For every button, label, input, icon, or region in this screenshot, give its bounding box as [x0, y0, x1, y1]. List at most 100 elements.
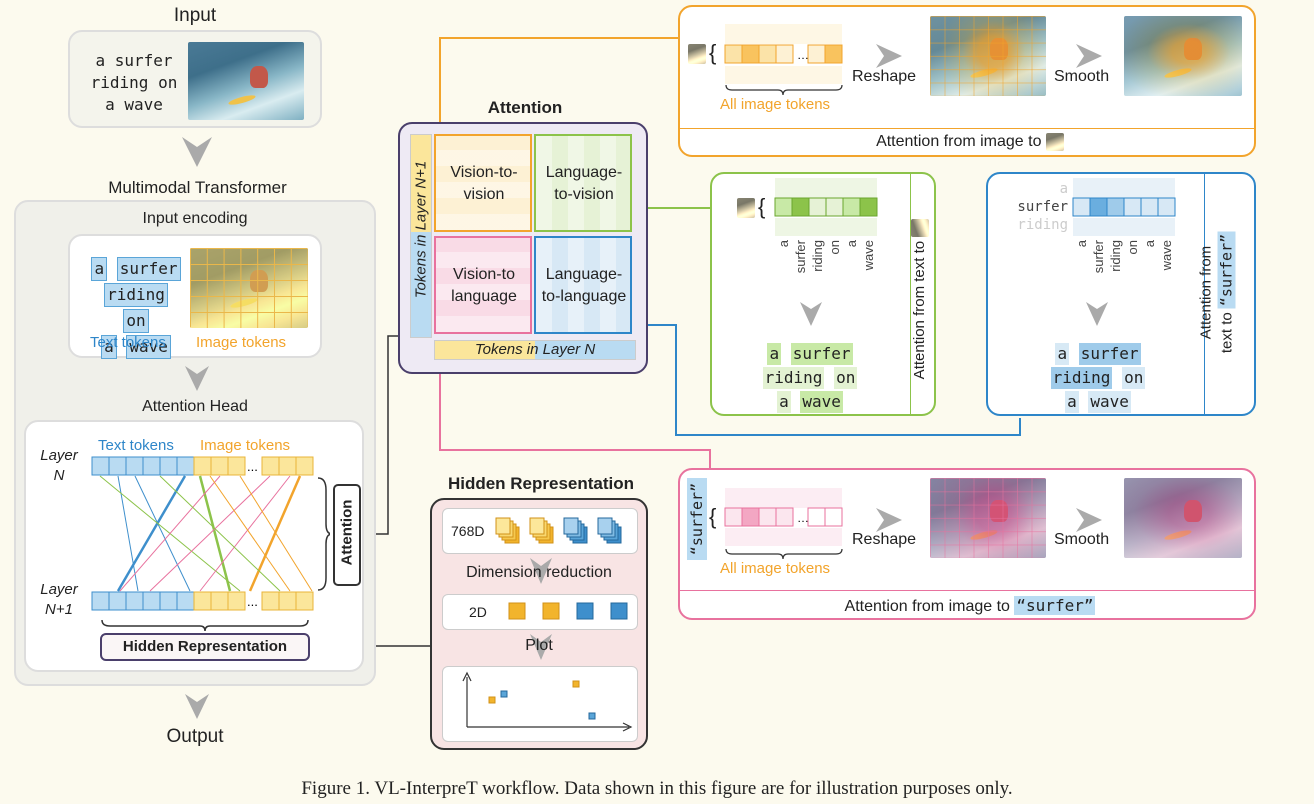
layer-label-sub: N+1 — [45, 601, 73, 618]
quoted-word: “surfer” — [1217, 231, 1236, 309]
arrow-right-icon — [1076, 508, 1102, 532]
quad-label: Language-to-vision — [545, 164, 623, 203]
panel-divider — [910, 174, 911, 414]
panel-divider — [680, 128, 1254, 129]
rot-token: on — [827, 240, 842, 254]
token: a — [1055, 343, 1070, 365]
attention-tag-text: Attention — [338, 499, 356, 566]
rot-token: wave — [1159, 240, 1174, 271]
text-to-surfer-caption: a surfer riding on a wave — [1028, 342, 1168, 414]
token-thumbnail — [911, 218, 930, 237]
y-axis-bar: Tokens in Layer N+1 — [410, 134, 432, 338]
reshaped-image — [930, 478, 1046, 558]
brace-icon — [725, 548, 843, 560]
side-label-text: Attention from — [1197, 245, 1215, 340]
token-grid-faded — [725, 24, 842, 84]
ellipsis: ... — [247, 459, 258, 474]
text-token: on — [123, 309, 149, 333]
input-title: Input — [173, 5, 217, 26]
reshape-label: Reshape — [852, 531, 917, 548]
brace-icon — [725, 84, 843, 96]
figure-caption: Figure 1. VL-InterpreT workflow. Data sh… — [301, 778, 1013, 799]
token: surfer — [790, 343, 853, 365]
token: riding — [1050, 367, 1113, 389]
rotated-token-labels: a surfer riding on a wave — [1074, 239, 1174, 273]
plot-label: Plot — [525, 637, 553, 654]
hd-2d-box: 2D — [442, 594, 638, 630]
rot-token: riding — [1108, 240, 1123, 272]
text-tokens-label-2: Text tokens — [98, 437, 174, 454]
quad-lv: Language-to-vision — [534, 134, 632, 232]
img-to-surfer-footer: Attention from image to “surfer” — [760, 596, 1180, 616]
token: wave — [800, 391, 843, 413]
arrow-down-icon — [530, 634, 552, 660]
attention-tag: Attention — [333, 484, 361, 586]
smoothed-image — [1124, 16, 1242, 96]
input-encoding-label: Input encoding — [142, 210, 248, 227]
quoted-word: “surfer” — [1014, 596, 1096, 615]
hd-768-box: 768D — [442, 508, 638, 554]
quad-label: Language-to-language — [541, 266, 627, 305]
text-token: riding — [104, 283, 168, 307]
arrow-right-icon — [876, 44, 902, 68]
brace-icon — [101, 619, 309, 632]
footer-text: Attention from image to — [844, 598, 1010, 615]
x-axis-label: Tokens in Layer N — [474, 341, 596, 358]
token: a — [767, 343, 782, 365]
token: surfer — [1078, 343, 1141, 365]
text-to-surfer-side-label: Attention from text to “surfer” — [1197, 208, 1238, 378]
rot-token: surfer — [793, 239, 808, 273]
text-to-surfer-panel — [986, 172, 1256, 416]
arrow-right-icon — [1076, 44, 1102, 68]
layer-n1-tokens — [91, 591, 314, 611]
panel-divider — [1204, 174, 1205, 414]
vector-stacks — [495, 517, 622, 544]
input-box: a surfer riding on a wave — [68, 30, 322, 128]
left-word: a — [1059, 181, 1068, 197]
reshaped-image — [930, 16, 1046, 96]
left-word: riding — [1017, 217, 1068, 233]
rot-token: riding — [810, 240, 825, 272]
quad-vl: Vision-to language — [434, 236, 532, 334]
text-token-grid: a surfer riding on a wave — [88, 256, 184, 360]
img-to-img-footer: Attention from image to — [780, 133, 1160, 151]
token: riding — [762, 367, 825, 389]
quad-vv: Vision-to-vision — [434, 134, 532, 232]
hidden-rep-tag: Hidden Representation — [100, 633, 310, 661]
rot-token: surfer — [1091, 239, 1106, 273]
image-tokens-label: Image tokens — [196, 334, 287, 351]
output-title: Output — [166, 726, 224, 747]
layer-n-label: Layer N — [34, 446, 84, 486]
arrow-right-icon — [876, 508, 902, 532]
layer-n1-label: Layer N+1 — [32, 580, 86, 620]
x-axis-bar: Tokens in Layer N — [434, 340, 636, 360]
brace-icon: { — [758, 194, 766, 219]
token: wave — [1088, 391, 1131, 413]
ellipsis: ... — [247, 594, 258, 609]
text-token: a — [91, 257, 108, 281]
caption-line: riding on — [90, 73, 178, 92]
arrow-down-icon — [800, 302, 822, 326]
dim-label: 2D — [469, 604, 487, 620]
reshape-label: Reshape — [852, 68, 917, 85]
vector-2d — [508, 602, 628, 620]
caption-line: a wave — [105, 95, 163, 114]
arrow-down-icon — [185, 366, 209, 391]
footer-text: Attention from image to — [876, 133, 1042, 151]
rot-token: a — [776, 239, 791, 247]
text-token: surfer — [116, 257, 181, 281]
brace-icon: { — [709, 40, 717, 65]
surfer-photo — [188, 42, 304, 120]
svg-text:…: … — [797, 511, 809, 525]
all-image-tokens-label: All image tokens — [720, 560, 831, 577]
panel-divider — [680, 590, 1254, 591]
text-token: wave — [126, 335, 171, 359]
dim-label: 768D — [451, 523, 485, 539]
all-image-tokens-label: All image tokens — [720, 96, 831, 113]
token: a — [1065, 391, 1079, 413]
quoted-surfer-vertical: “surfer” — [687, 478, 707, 560]
text-to-img-caption: a surfer riding on a wave — [740, 342, 880, 414]
token: on — [1122, 367, 1146, 389]
attention-head-diagram: ... ... — [91, 456, 330, 611]
rotated-token-labels: a surfer riding on a wave — [776, 239, 876, 273]
